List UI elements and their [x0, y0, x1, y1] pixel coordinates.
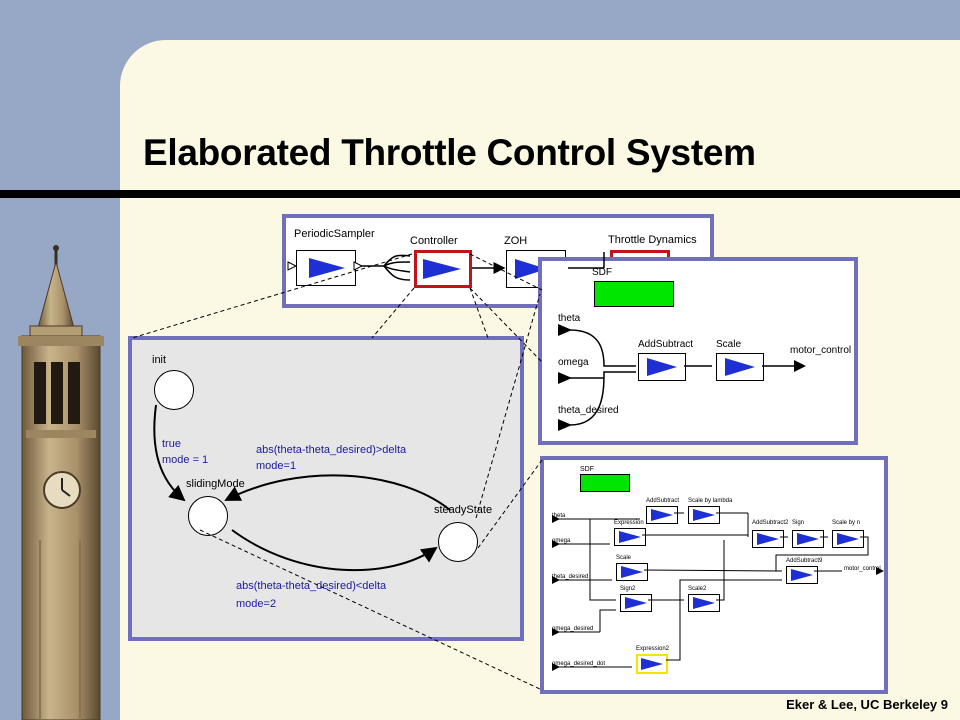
d-block-expression[interactable] — [614, 528, 646, 546]
to-steady-guard-text: abs(theta-theta_desired)<delta — [236, 580, 387, 592]
d-addsubtract9-icon — [791, 569, 813, 581]
d-addsubtract-icon — [651, 509, 673, 521]
d-sign-icon — [797, 533, 819, 545]
d-input-omega-desired: omega_desired — [552, 626, 594, 632]
controller-actor-icon — [423, 259, 461, 279]
d-block-addsubtract9[interactable] — [786, 566, 818, 584]
d-block-addsubtract2-label: AddSubtract2 — [752, 520, 789, 526]
to-steady-action-text: mode=2 — [236, 598, 277, 610]
steady-state-label: steadyState — [434, 504, 493, 516]
d-block-addsubtract-label: AddSubtract — [646, 498, 680, 504]
to-sliding-guard-text: abs(theta-theta_desired)>delta — [256, 444, 407, 456]
sliding-mode-label: slidingMode — [186, 478, 245, 490]
input-theta-desired-label: theta_desired — [558, 405, 619, 416]
d-expression2-icon — [641, 658, 663, 670]
addsubtract-label: AddSubtract — [638, 339, 694, 350]
d-input-theta-desired: theta_desired — [552, 574, 589, 580]
d-input-theta: theta — [552, 513, 566, 519]
init-action-text: mode = 1 — [162, 454, 209, 466]
slide-title: Elaborated Throttle Control System — [143, 132, 756, 173]
scale-label: Scale — [716, 339, 742, 350]
d-block-addsubtract9-label: AddSubtract9 — [786, 558, 823, 564]
scale-actor-icon — [725, 358, 755, 376]
sampler-block[interactable] — [296, 250, 356, 286]
controller-block[interactable] — [414, 250, 472, 288]
d-block-sign[interactable] — [792, 530, 824, 548]
d-block-sign2-label: Sign2 — [620, 586, 636, 592]
d-block-scale-label: Scale — [616, 555, 632, 561]
init-guard-text: true — [162, 438, 181, 450]
d-block-scale-n[interactable] — [832, 530, 864, 548]
sdf-director-icon[interactable] — [594, 281, 674, 307]
d-output-motor-control: motor_control — [844, 566, 881, 572]
d-block-sign-label: Sign — [792, 520, 805, 526]
controller-label: Controller — [410, 235, 458, 247]
d-block-expression2-label: Expression2 — [636, 646, 670, 652]
sdf2-director-icon[interactable] — [580, 474, 630, 492]
input-omega-label: omega — [558, 357, 589, 368]
d-block-scale-lambda-label: Scale by lambda — [688, 498, 733, 504]
fsm-panel: init true mode = 1 slidingMode abs(theta… — [128, 336, 524, 641]
d-sign2-icon — [625, 597, 647, 609]
d-scale-lambda-icon — [693, 509, 715, 521]
d-block-addsubtract[interactable] — [646, 506, 678, 524]
d-block-scale2[interactable] — [688, 594, 720, 612]
scale-block[interactable] — [716, 353, 764, 381]
d-block-scale-n-label: Scale by n — [832, 520, 861, 526]
d-input-omega-desired-dot: omega_desired_dot — [552, 661, 606, 667]
d-block-scale2-label: Scale2 — [688, 586, 707, 592]
d-scale2-icon — [693, 597, 715, 609]
init-state-label: init — [152, 354, 167, 366]
title-underline — [0, 190, 960, 198]
d-block-sign2[interactable] — [620, 594, 652, 612]
sampler-actor-icon — [309, 258, 345, 278]
d-input-omega: omega — [552, 538, 571, 544]
slide-footer: Eker & Lee, UC Berkeley 9 — [786, 697, 948, 712]
input-theta-label: theta — [558, 313, 581, 324]
d-addsubtract2-icon — [757, 533, 779, 545]
d-block-scale-lambda[interactable] — [688, 506, 720, 524]
to-sliding-action-text: mode=1 — [256, 460, 297, 472]
init-state[interactable] — [154, 370, 194, 410]
output-motor-control-label: motor_control — [790, 345, 852, 356]
d-block-scale[interactable] — [616, 563, 648, 581]
zoh-label: ZOH — [504, 235, 528, 247]
d-block-addsubtract2[interactable] — [752, 530, 784, 548]
d-block-expression-label: Expression — [614, 520, 644, 526]
sliding-mode-state[interactable] — [188, 496, 228, 536]
addsubtract-actor-icon — [647, 358, 677, 376]
sdf-simple-panel: SDF theta omega theta_desired AddSubtrac… — [538, 257, 858, 445]
d-block-expression2[interactable] — [636, 654, 668, 674]
d-expression-icon — [619, 531, 641, 543]
sdf-director-label: SDF — [592, 267, 612, 278]
d-scale-icon — [621, 566, 643, 578]
throttle-dynamics-label: Throttle Dynamics — [608, 234, 697, 246]
d-scale-n-icon — [837, 533, 859, 545]
sampler-label: PeriodicSampler — [294, 228, 375, 240]
campanile-tower-image — [0, 240, 118, 720]
sdf2-director-label: SDF — [580, 466, 594, 473]
steady-state[interactable] — [438, 522, 478, 562]
addsubtract-block[interactable] — [638, 353, 686, 381]
sdf-detailed-panel: SDF theta omega theta_desired omega_desi… — [540, 456, 888, 694]
